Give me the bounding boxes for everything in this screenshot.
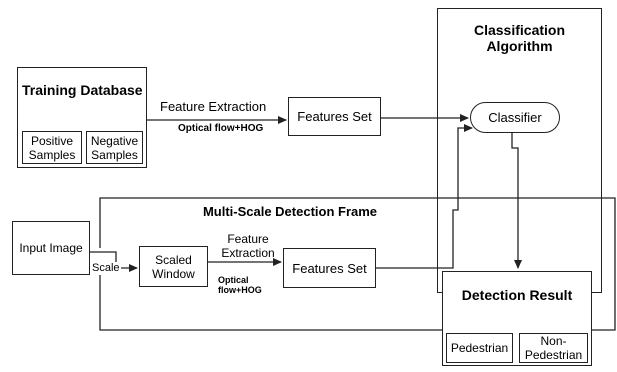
pedestrian-box: Pedestrian: [446, 333, 513, 363]
features-set-bottom-label: Features Set: [292, 260, 367, 276]
classifier-label: Classifier: [488, 110, 542, 125]
non-pedestrian-line2: Pedestrian: [524, 348, 583, 362]
input-image-box: Input Image: [12, 221, 90, 275]
optical-flow-bottom-line2: flow+HOG: [218, 285, 262, 296]
scaled-window-box: Scaled Window: [139, 246, 208, 287]
multiscale-frame-outline: [99, 197, 616, 331]
input-image-label: Input Image: [19, 241, 83, 255]
positive-samples-box: Positive Samples: [22, 131, 82, 164]
multiscale-frame-title: Multi-Scale Detection Frame: [202, 204, 378, 219]
feature-extraction-bottom-line1: Feature: [227, 232, 269, 246]
scaled-window-line2: Window: [152, 266, 195, 281]
features-set-bottom-box: Features Set: [283, 248, 376, 288]
non-pedestrian-box: Non- Pedestrian: [519, 333, 588, 363]
optical-flow-hog-bottom-label: Optical flow+HOG: [218, 275, 262, 296]
classifier-node: Classifier: [470, 102, 560, 133]
features-set-top-label: Features Set: [297, 109, 372, 124]
positive-samples-line1: Positive: [30, 133, 74, 148]
feature-extraction-top-label: Feature Extraction: [160, 99, 267, 114]
detection-result-box: [442, 271, 592, 366]
training-database-box: [17, 67, 147, 168]
negative-samples-box: Negative Samples: [86, 131, 143, 164]
positive-samples-line2: Samples: [28, 147, 76, 162]
classification-title-line2: Algorithm: [486, 38, 553, 55]
classification-algorithm-title: Classification Algorithm: [437, 22, 602, 54]
classification-title-line1: Classification: [473, 22, 566, 38]
training-database-title: Training Database: [22, 82, 143, 98]
arrow-features-bottom-to-classifier: [376, 124, 473, 269]
scaled-window-line1: Scaled: [155, 252, 192, 267]
negative-samples-line1: Negative: [90, 133, 139, 148]
feature-extraction-bottom-line2: Extraction: [221, 245, 275, 260]
optical-flow-hog-top-label: Optical flow+HOG: [178, 123, 264, 134]
detection-result-title: Detection Result: [461, 287, 573, 303]
negative-samples-line2: Samples: [91, 147, 138, 162]
feature-extraction-bottom-label: Feature Extraction: [213, 232, 283, 261]
pedestrian-label: Pedestrian: [450, 341, 509, 355]
arrow-classifier-to-detection: [511, 133, 522, 269]
arrow-input-to-scaled-window: [90, 251, 138, 272]
features-set-top-box: Features Set: [288, 97, 381, 136]
scale-label: Scale: [91, 262, 121, 275]
non-pedestrian-line1: Non-: [540, 334, 567, 348]
optical-flow-bottom-line1: Optical: [218, 275, 249, 285]
